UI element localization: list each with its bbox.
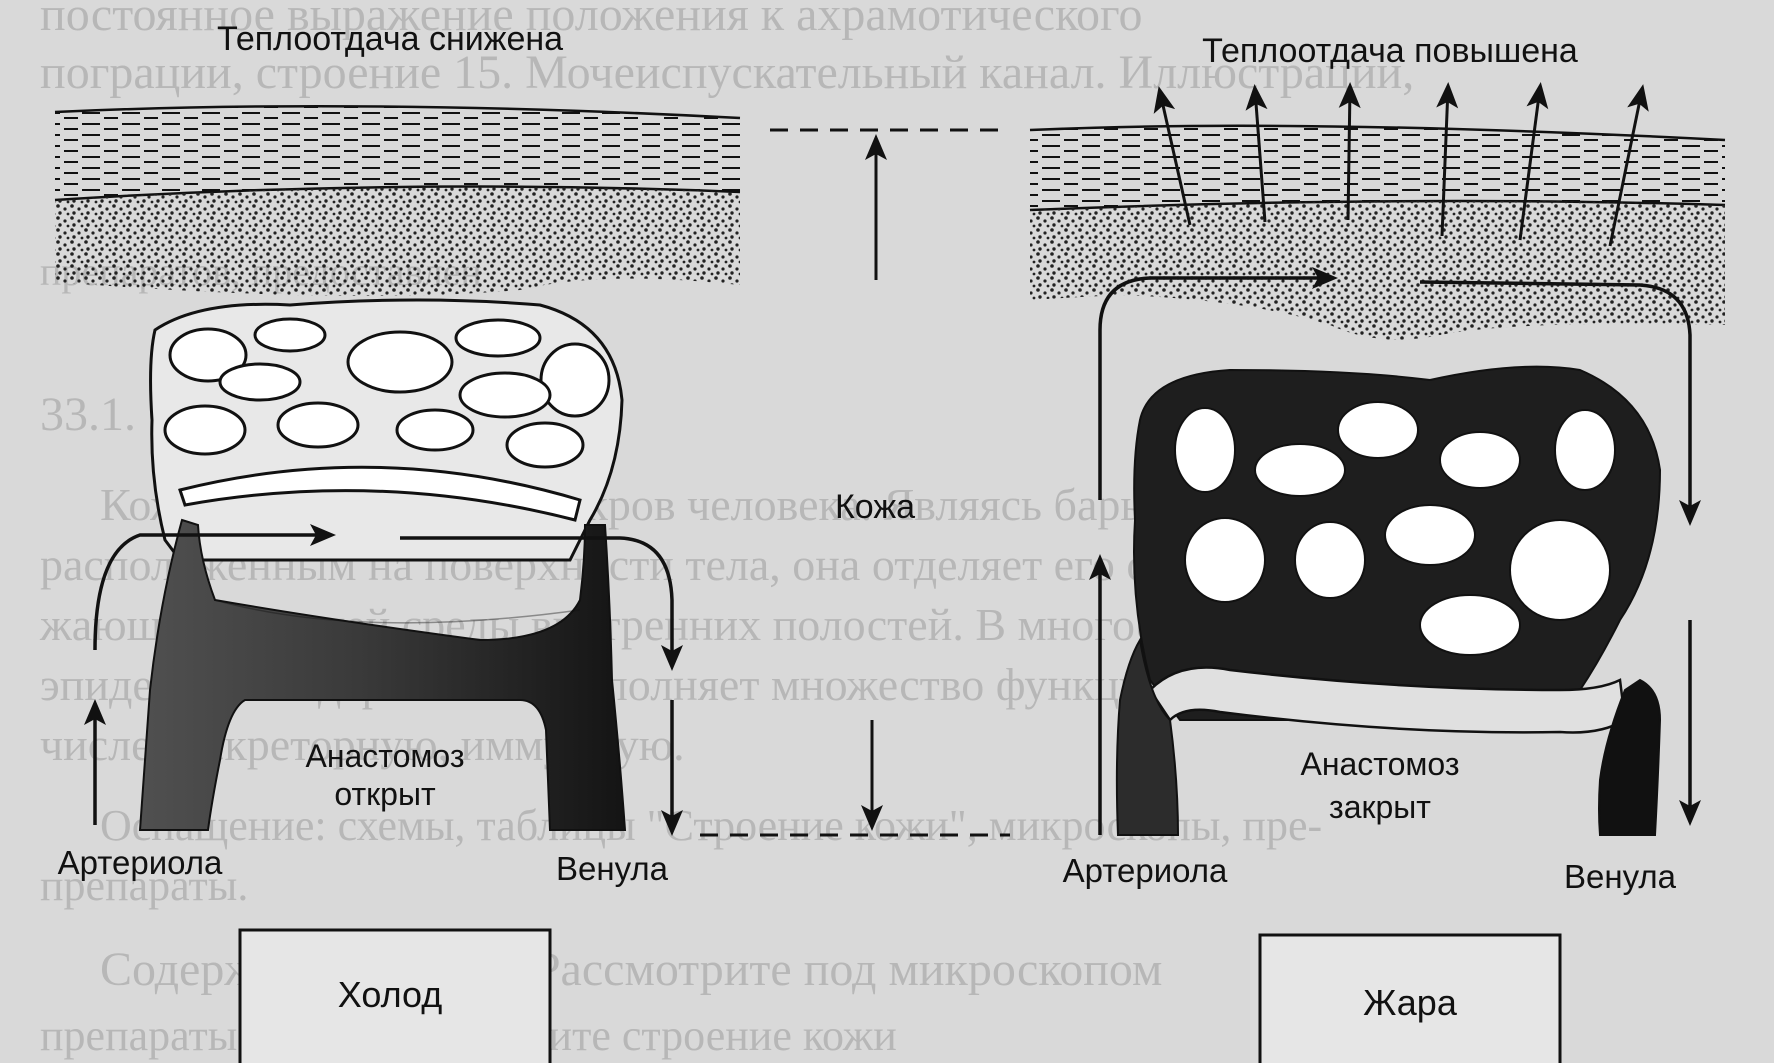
heat-box-label: Жара [1363, 982, 1458, 1023]
anastomosis-closed-label-2: закрыт [1329, 789, 1431, 825]
anastomosis-open-label: Анастомоз [305, 738, 464, 774]
dermis-layer [55, 187, 740, 296]
dermis-layer [1030, 201, 1725, 340]
skin-label: Кожа [835, 488, 915, 526]
venule-right-label: Венула [1564, 858, 1677, 895]
cold-title: Теплоотдача снижена [217, 20, 563, 58]
arteriole-left-label: Артериола [58, 844, 223, 881]
arteriole-right-label: Артериола [1063, 852, 1228, 889]
background-text-line: постоянное выражение положения к ахрамот… [40, 0, 1142, 41]
heat-panel: Теплоотдача повышена [1030, 32, 1725, 1063]
capillary-network-light [151, 300, 622, 560]
heat-arrow-icon [1348, 88, 1350, 220]
anastomosis-closed-label: Анастомоз [1300, 746, 1459, 782]
cold-box-label: Холод [338, 974, 442, 1015]
venule-left-label: Венула [556, 850, 669, 887]
anastomosis-open-label-2: открыт [334, 776, 436, 812]
heat-title: Теплоотдача повышена [1202, 32, 1578, 70]
